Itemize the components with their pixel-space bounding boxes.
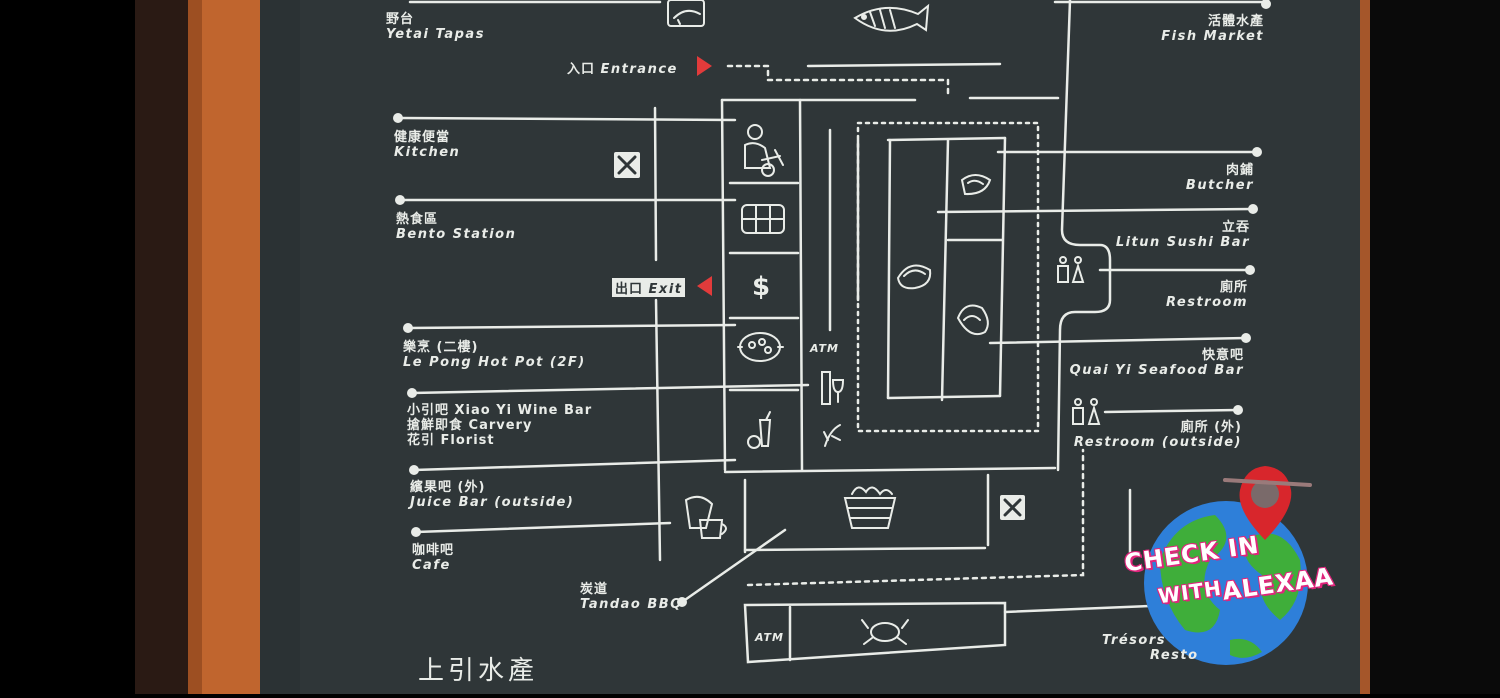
stairs-icon <box>614 152 640 178</box>
restroom-outside-icon <box>1072 398 1101 425</box>
leader-dots <box>393 0 1271 607</box>
oyster-icon <box>956 304 989 336</box>
salmon-icon <box>960 174 992 196</box>
exit-arrow-icon <box>697 276 712 296</box>
hotpot-icon <box>737 332 784 362</box>
label-restroom-outside: 廁所 (外)Restroom (outside) <box>1073 420 1242 450</box>
flower-icon <box>823 424 841 447</box>
bento-icon <box>741 204 785 234</box>
wine-icon <box>821 371 845 405</box>
check-in-logo <box>1144 466 1312 665</box>
entrance-sign: 入口 Entrance <box>567 62 678 77</box>
atm-label-lower: ATM <box>755 631 784 644</box>
sushi-icon <box>896 264 932 290</box>
svg-text:$: $ <box>752 272 770 302</box>
atm-label-upper: ATM <box>810 342 839 355</box>
bbq-basket-icon <box>843 486 897 529</box>
fish-icon <box>853 3 930 32</box>
juice-icon <box>747 411 772 449</box>
chef-icon <box>744 124 784 177</box>
dollar-icon: $ <box>752 272 770 302</box>
entrance-arrow-icon <box>697 56 712 76</box>
crab-icon <box>861 619 909 645</box>
lobster-icon <box>667 0 705 27</box>
map-lines <box>398 0 1267 664</box>
cafe-icon <box>684 495 727 539</box>
exit-sign: 出口 Exit <box>612 278 686 297</box>
stairs-icon-lower <box>1000 495 1025 520</box>
brand-calligraphy: 上引水產 <box>418 656 539 686</box>
label-le-pong-hot-pot: 樂烹 (二樓)Le Pong Hot Pot (2F) <box>403 340 586 370</box>
restroom-icon <box>1057 256 1085 283</box>
label-juice-bar: 繽果吧 (外)Juice Bar (outside) <box>410 480 575 510</box>
